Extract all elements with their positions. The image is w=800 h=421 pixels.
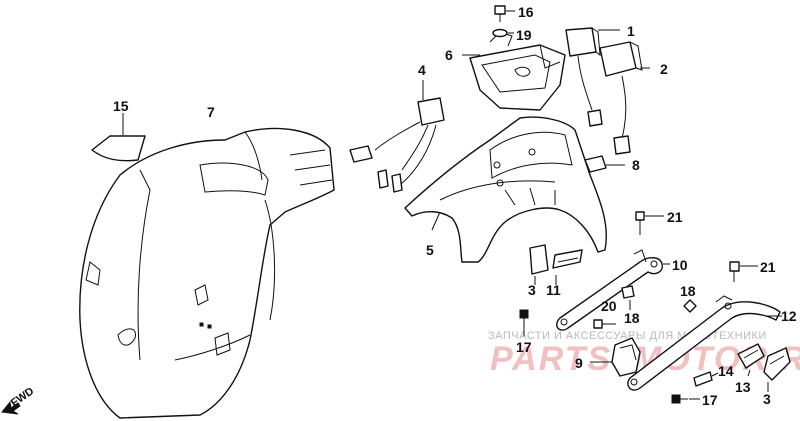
callout-6: 6: [445, 47, 453, 63]
callout-labels: 1 2 3 3 4 5 6 7 8 9 10 11 12 13 14 15 16…: [113, 4, 797, 408]
reflector-13: [737, 343, 765, 377]
forward-arrow-icon: FWD: [1, 385, 36, 415]
callout-4: 4: [418, 62, 426, 78]
callout-20: 20: [601, 298, 617, 314]
callout-11: 11: [546, 282, 561, 298]
callout-17-lower: 17: [702, 392, 718, 408]
callout-1: 1: [627, 23, 635, 39]
bolt-16: [494, 5, 515, 22]
plate-14: [693, 371, 719, 387]
relay-1: [565, 27, 620, 127]
callout-19: 19: [516, 27, 532, 43]
callout-18-left: 18: [624, 310, 640, 326]
connector-8: [584, 155, 625, 173]
rear-fender: [79, 127, 335, 419]
bolt-17-lower: [671, 394, 700, 404]
callout-15: 15: [113, 98, 129, 114]
callout-8: 8: [632, 157, 640, 173]
callout-7: 7: [207, 104, 215, 120]
plate-3-right: [763, 347, 791, 392]
callout-21-upper: 21: [667, 209, 683, 225]
callout-2: 2: [660, 61, 668, 77]
callout-18-right: 18: [680, 283, 696, 299]
plate-11: [552, 249, 583, 285]
callout-16: 16: [518, 4, 534, 20]
callout-12: 12: [781, 308, 797, 324]
callout-14: 14: [718, 363, 734, 379]
plate-3-left: [529, 244, 549, 285]
license-stay-10: [556, 249, 670, 331]
reflector-pad: [91, 113, 146, 162]
callout-21-lower: 21: [760, 259, 776, 275]
callout-5: 5: [426, 242, 434, 258]
rear-bracket: [404, 116, 607, 263]
reflector-9: [590, 337, 641, 377]
lower-stay-12: [627, 295, 782, 391]
relay-2: [599, 41, 650, 155]
washer-19: [492, 28, 514, 38]
callout-13: 13: [735, 379, 751, 395]
callout-10: 10: [672, 257, 688, 273]
callout-3-left: 3: [528, 282, 536, 298]
bolt-21-lower: [729, 261, 758, 282]
callout-3-right: 3: [763, 391, 771, 407]
grommet-18-left: [621, 285, 635, 310]
callout-17-upper: 17: [516, 339, 532, 355]
grommet-18-right: [683, 299, 697, 313]
bolt-17-upper: [519, 309, 529, 336]
callout-9: 9: [575, 355, 583, 371]
bolt-20: [593, 319, 616, 329]
bolt-21-upper: [635, 211, 664, 235]
forward-label: FWD: [9, 385, 36, 409]
license-light-housing: [462, 31, 566, 111]
harness-4: [349, 80, 445, 193]
